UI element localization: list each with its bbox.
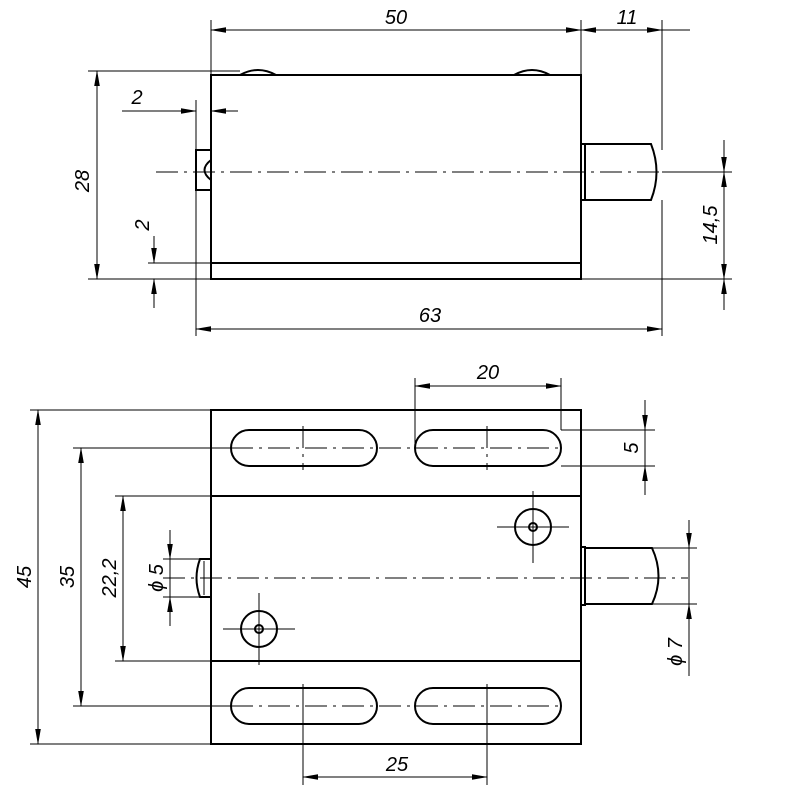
top-left-nub-head xyxy=(203,159,212,181)
bottom-body xyxy=(210,409,582,745)
dim-top-pin-height: 14,5 xyxy=(700,205,722,245)
dim-bottom-nub-diameter: ϕ 5 xyxy=(146,563,168,592)
top-left-nub xyxy=(195,149,212,191)
top-screw-head-left xyxy=(239,69,277,76)
top-body xyxy=(210,74,582,280)
bottom-view: 45 35 22,2 ϕ 5 20 5 ϕ 7 25 xyxy=(14,362,697,785)
dim-top-width: 50 xyxy=(385,7,407,29)
top-view: 50 11 28 2 2 14,5 63 xyxy=(72,7,732,336)
dim-top-pin-length: 11 xyxy=(617,7,638,29)
dim-top-overall: 63 xyxy=(419,305,441,327)
dim-top-height: 28 xyxy=(72,170,94,193)
dim-bottom-slot-pitch: 25 xyxy=(385,754,409,776)
dim-bottom-slot-spacing-x: 20 xyxy=(476,362,499,384)
dim-top-base: 2 xyxy=(132,219,154,231)
dim-bottom-center-band: 22,2 xyxy=(99,559,121,599)
bottom-pin xyxy=(585,547,660,605)
slot-bottom-right xyxy=(414,687,562,725)
dim-bottom-pin-diameter: ϕ 7 xyxy=(665,637,687,666)
dim-bottom-slot-spacing-y: 35 xyxy=(57,565,79,588)
top-screw-head-right xyxy=(513,69,551,76)
dim-bottom-slot-width: 5 xyxy=(621,442,643,454)
dim-bottom-height: 45 xyxy=(14,565,36,588)
dim-top-flange: 2 xyxy=(130,87,142,109)
bottom-pin-flange xyxy=(580,546,586,606)
